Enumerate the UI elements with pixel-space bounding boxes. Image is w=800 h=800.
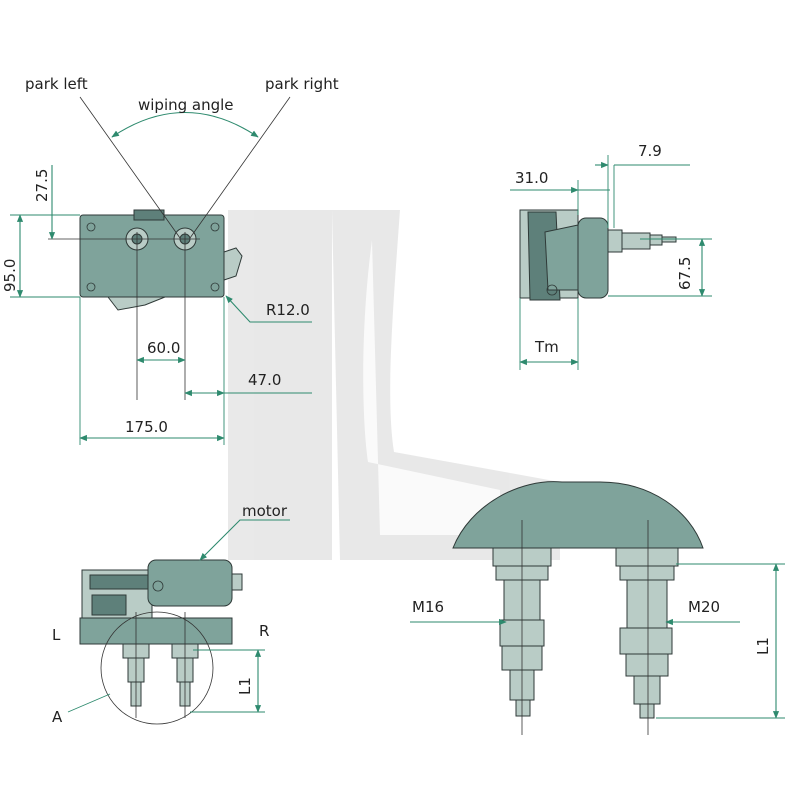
label-park-left: park left [25, 75, 88, 93]
label-tm: Tm [534, 338, 559, 356]
top-view-motor-body [79, 209, 243, 311]
label-dim-95-0: 95.0 [1, 259, 19, 292]
label-r: R [259, 622, 269, 640]
label-a: A [52, 708, 63, 726]
park-right-line [189, 96, 291, 239]
detail-a-leader [67, 693, 111, 713]
wiping-angle-arc [111, 112, 259, 138]
label-l: L [52, 626, 61, 644]
dim-r12-leader [225, 295, 312, 323]
label-dim-60-0: 60.0 [147, 339, 180, 357]
front-view-motor [79, 559, 243, 707]
label-dim-175-0: 175.0 [125, 418, 168, 436]
label-dim-31-0: 31.0 [515, 169, 548, 187]
label-m20: M20 [688, 598, 720, 616]
label-park-right: park right [265, 75, 339, 93]
park-left-line [79, 96, 181, 239]
label-dim-7-9: 7.9 [638, 142, 662, 160]
label-wiping-angle: wiping angle [138, 96, 234, 114]
side-view-motor [519, 209, 677, 301]
label-dim-67-5: 67.5 [676, 257, 694, 290]
motor-leader [199, 519, 290, 561]
label-l1-large: L1 [754, 637, 772, 655]
label-l1-small: L1 [236, 677, 254, 695]
detail-circle-a [100, 611, 214, 725]
label-dim-47-0: 47.0 [248, 371, 281, 389]
label-dim-r12: R12.0 [266, 301, 310, 319]
label-dim-27-5: 27.5 [33, 169, 51, 202]
label-m16: M16 [412, 598, 444, 616]
detail-view-shafts [452, 481, 704, 719]
label-motor: motor [242, 502, 288, 520]
